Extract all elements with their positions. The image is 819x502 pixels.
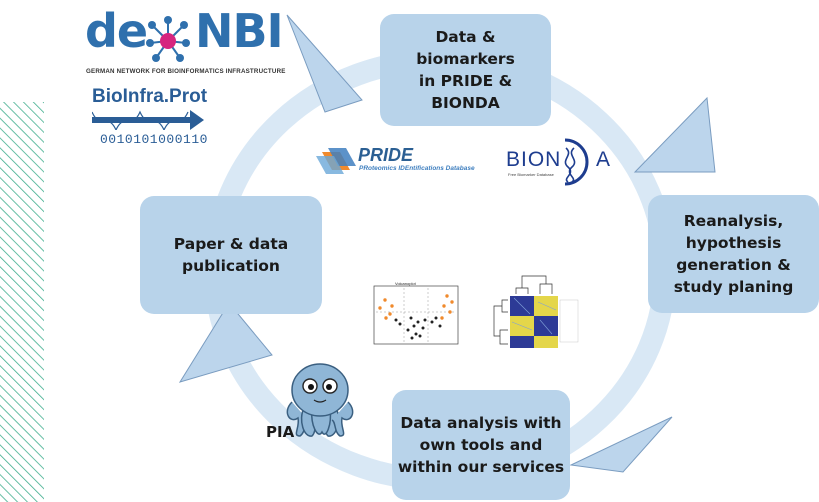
pride-logo-name: PRIDE [358, 145, 414, 165]
bionda-logo-subtitle: Free Biomarker Database [508, 172, 554, 177]
pride-logo-icon [316, 148, 356, 174]
volcano-plot-title: Volcanoplot [395, 281, 416, 286]
step-box-data-biomarkers: Data & biomarkers in PRIDE & BIONDA [380, 14, 551, 126]
denbi-logo-right: NBI [195, 4, 284, 58]
arrow-bottom-right [569, 416, 673, 473]
denbi-subtitle: GERMAN NETWORK FOR BIOINFORMATICS INFRAS… [86, 68, 286, 75]
pia-octopus-icon [286, 363, 354, 437]
bioinfra-bits: 0010101000110 [100, 132, 208, 147]
step-box-data-analysis: Data analysis with own tools and within … [392, 390, 570, 500]
step-box-paper-publication: Paper & data publication [140, 196, 322, 314]
denbi-logo-left: de [85, 4, 148, 58]
decorative-stripe-band [0, 102, 44, 502]
bioinfra-arrow-icon [92, 110, 204, 130]
heatmap-thumbnail [493, 275, 579, 348]
arrow-left [178, 302, 273, 383]
bionda-helix-icon [564, 138, 589, 186]
pride-logo-subtitle: PRoteomics IDEntifications Database [359, 165, 475, 172]
arrow-top-left [286, 14, 363, 113]
bioinfra-title: BioInfra.Prot [92, 86, 208, 107]
pia-label: PIA [266, 423, 295, 441]
bionda-logo-right: A [596, 148, 611, 171]
arrow-right [633, 96, 716, 173]
denbi-network-icon [146, 16, 190, 62]
bionda-logo-left: BION [506, 148, 562, 171]
volcano-plot-thumbnail [373, 285, 459, 345]
step-box-reanalysis: Reanalysis, hypothesis generation & stud… [648, 195, 819, 313]
